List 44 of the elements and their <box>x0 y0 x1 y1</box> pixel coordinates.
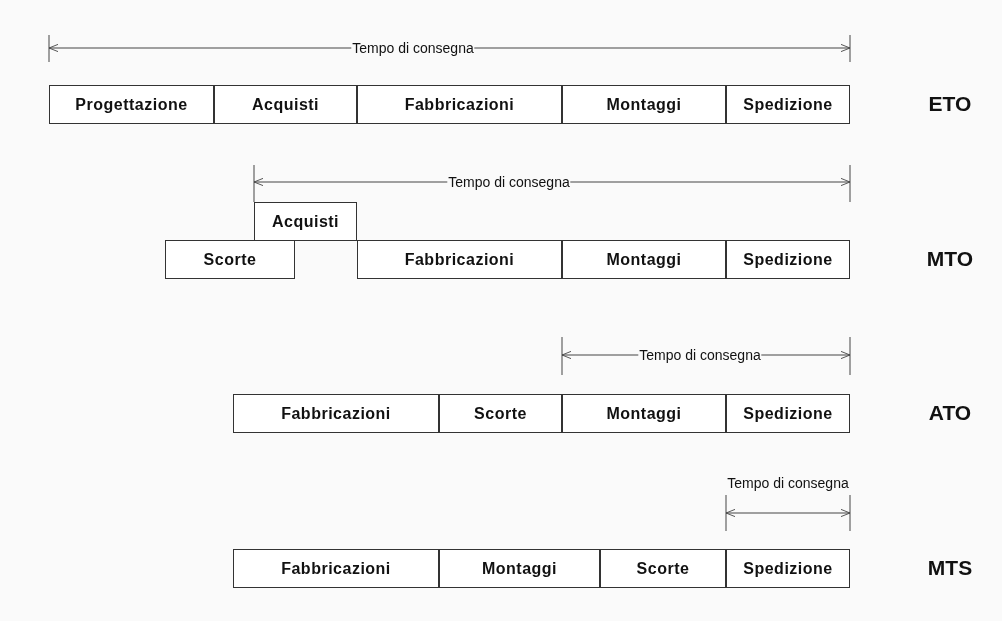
process-box <box>439 549 600 588</box>
phase-label: Montaggi <box>606 95 682 114</box>
phase-label: Spedizione <box>743 250 833 269</box>
row-label: ATO <box>928 401 972 425</box>
phase-label: Scorte <box>636 559 690 578</box>
dimension-label: Tempo di consegna <box>638 347 762 363</box>
process-box <box>233 549 439 588</box>
phase-label: Fabbricazioni <box>404 95 515 114</box>
phase-label: Fabbricazioni <box>281 559 391 578</box>
phase-label: Fabbricazioni <box>404 250 515 269</box>
process-box <box>726 394 850 433</box>
phase-label: Montaggi <box>606 404 682 423</box>
process-box <box>726 549 850 588</box>
process-box <box>562 240 726 279</box>
process-box <box>357 240 562 279</box>
phase-label: Spedizione <box>743 95 833 114</box>
process-box <box>726 240 850 279</box>
process-box <box>254 202 357 241</box>
row-label: MTS <box>927 556 973 580</box>
process-box <box>165 240 295 279</box>
phase-label: Acquisti <box>251 95 320 114</box>
row-label: ETO <box>928 92 972 116</box>
process-box <box>233 394 439 433</box>
phase-label: Spedizione <box>743 404 833 423</box>
phase-label: Fabbricazioni <box>281 404 391 423</box>
phase-label: Spedizione <box>743 559 833 578</box>
phase-label: Montaggi <box>606 250 682 269</box>
process-box <box>214 85 357 124</box>
process-box <box>726 85 850 124</box>
process-box <box>562 85 726 124</box>
process-box <box>600 549 726 588</box>
row-label: MTO <box>926 247 974 271</box>
phase-label: Acquisti <box>271 212 340 231</box>
dimension-label: Tempo di consegna <box>726 475 850 491</box>
process-box <box>49 85 214 124</box>
process-box <box>357 85 562 124</box>
phase-label: Scorte <box>474 404 527 423</box>
phase-label: Montaggi <box>481 559 558 578</box>
dimension-label: Tempo di consegna <box>351 40 475 56</box>
process-box <box>439 394 562 433</box>
dimension-label: Tempo di consegna <box>447 174 571 190</box>
phase-label: Scorte <box>203 250 257 269</box>
phase-label: Progettazione <box>75 95 188 114</box>
process-box <box>562 394 726 433</box>
